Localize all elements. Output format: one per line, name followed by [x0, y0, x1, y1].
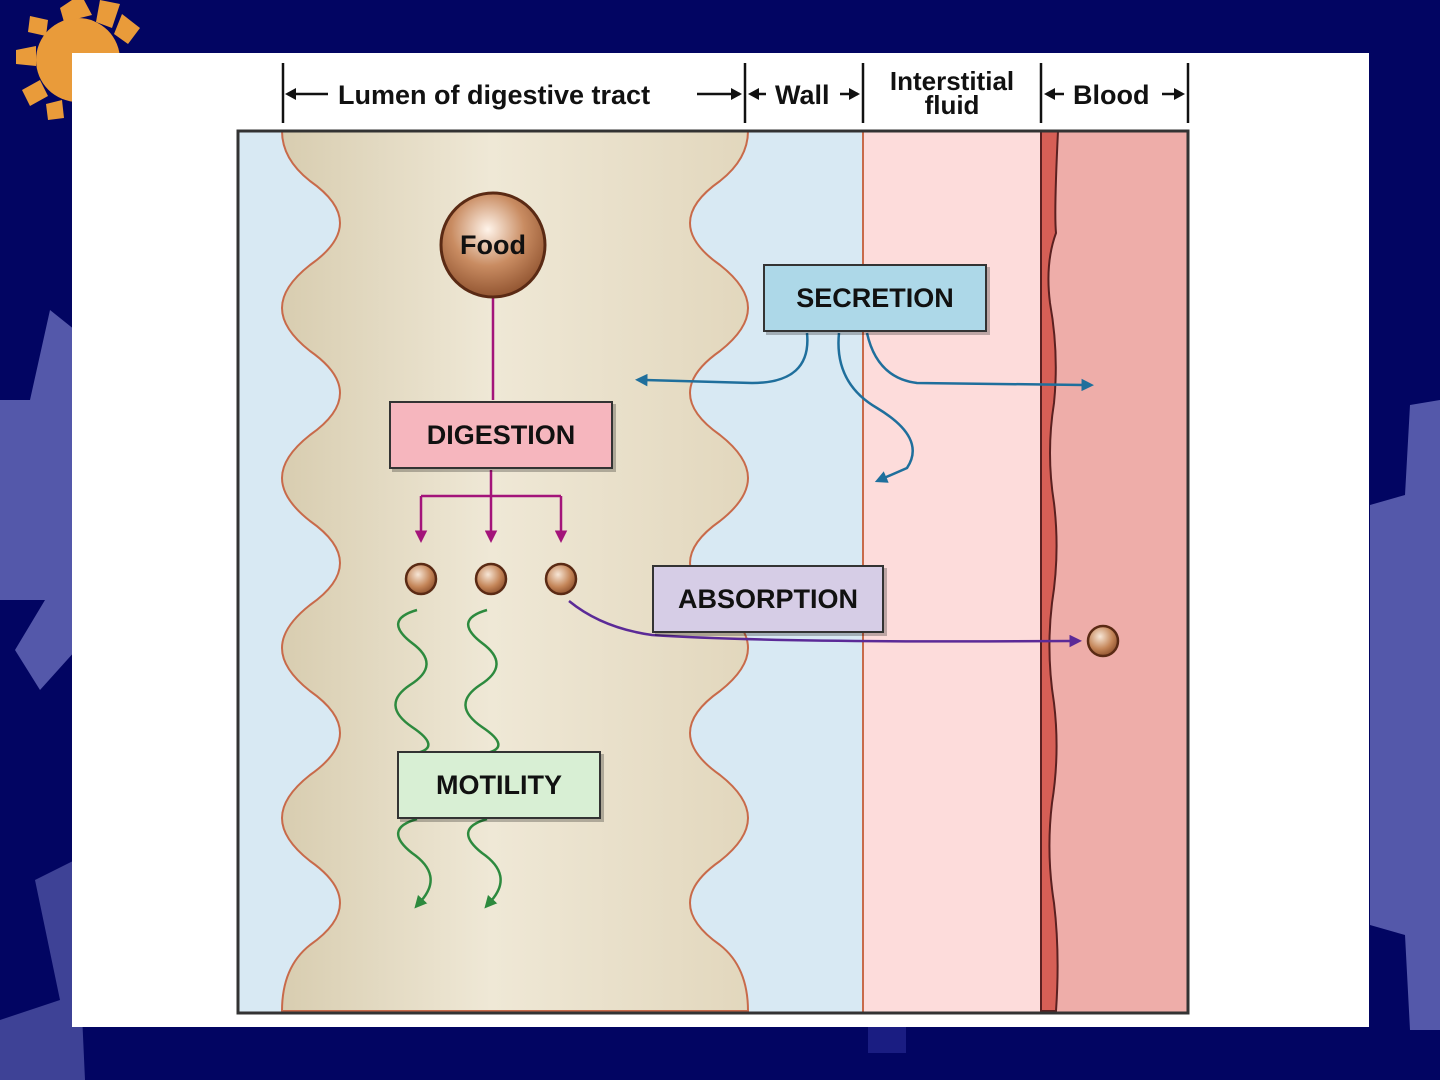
- nutrient-particle: [546, 564, 576, 594]
- header-interstitial-line2: fluid: [871, 93, 1033, 117]
- nutrient-particle: [406, 564, 436, 594]
- absorption-box: ABSORPTION: [652, 565, 884, 633]
- motility-box: MOTILITY: [397, 751, 601, 819]
- diagram-panel: Lumen of digestive tract Wall Interstiti…: [72, 53, 1369, 1027]
- nutrient-particle: [476, 564, 506, 594]
- header-blood: Blood: [1073, 82, 1149, 109]
- secretion-box: SECRETION: [763, 264, 987, 332]
- header-interstitial-fluid: Interstitial fluid: [871, 69, 1033, 117]
- header-wall: Wall: [775, 82, 830, 109]
- food-label: Food: [440, 230, 546, 260]
- absorbed-particle: [1088, 626, 1118, 656]
- header-lumen: Lumen of digestive tract: [338, 82, 650, 109]
- digestive-process-diagram: [72, 53, 1369, 1027]
- blood-region: [1041, 131, 1188, 1013]
- digestion-box: DIGESTION: [389, 401, 613, 469]
